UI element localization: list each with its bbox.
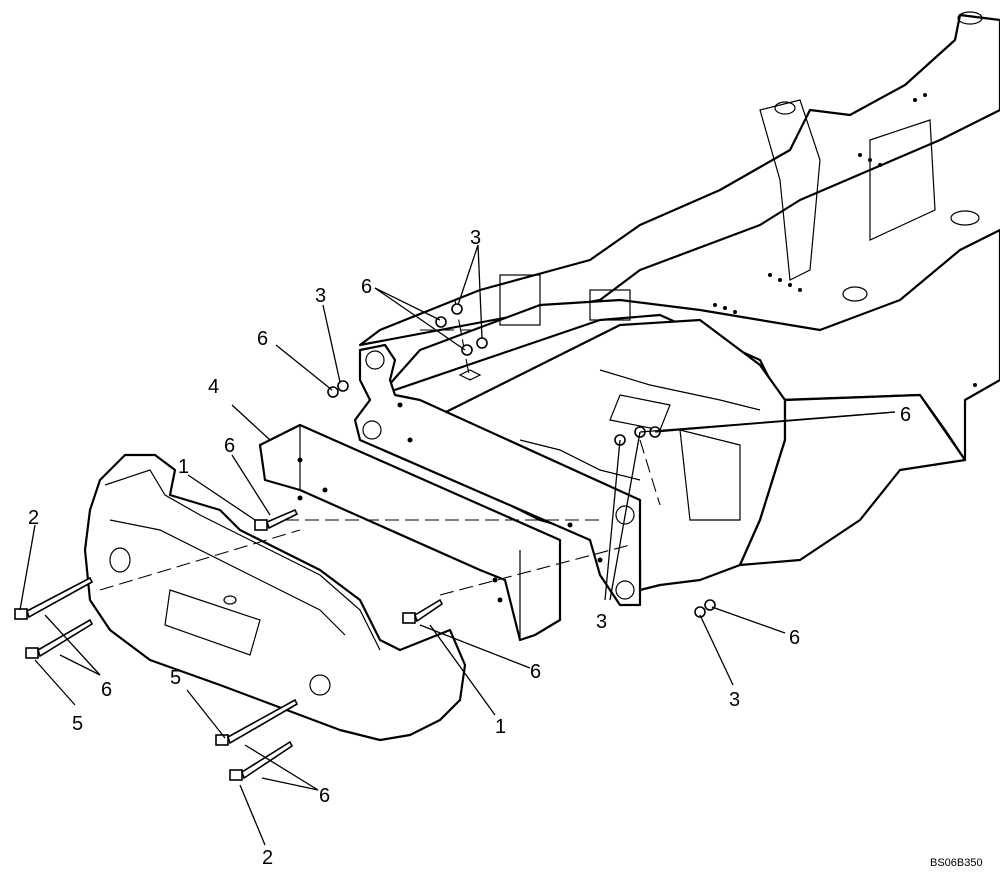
nuts-and-washers	[327, 303, 716, 618]
bolt-bottom-upper	[215, 698, 299, 746]
rear-counterweight	[83, 453, 467, 742]
bolt-left-upper	[14, 576, 94, 620]
callout-labels: 1 1 2 2 3 3 3 3 4 5 5 6 6 6 6 6 6 6 6	[28, 227, 911, 869]
callout-6e: 6	[789, 627, 800, 649]
callout-3d: 3	[729, 689, 740, 711]
callout-5a: 5	[170, 667, 181, 689]
bolt-mid	[402, 598, 444, 624]
callout-1b: 1	[495, 716, 506, 738]
callout-6d: 6	[900, 404, 911, 426]
bolts	[14, 508, 444, 781]
mounting-bracket	[353, 343, 642, 607]
bolt-center	[254, 508, 299, 531]
callout-1a: 1	[178, 456, 189, 478]
callout-2a: 2	[28, 507, 39, 529]
counterweight-plate	[258, 402, 603, 642]
bolt-bottom-lower	[229, 740, 294, 781]
callout-2b: 2	[262, 847, 273, 869]
callout-5b: 5	[72, 713, 83, 735]
callout-6h: 6	[319, 785, 330, 807]
callout-6b: 6	[257, 328, 268, 350]
callout-3b: 3	[315, 285, 326, 307]
bolt-left-lower	[25, 618, 94, 659]
callout-6g: 6	[101, 679, 112, 701]
callout-3c: 3	[596, 611, 607, 633]
leader-lines	[19, 244, 896, 846]
chassis-frame	[358, 11, 1000, 592]
drawing-code: BS06B350	[930, 857, 983, 869]
callout-4: 4	[208, 376, 219, 398]
callout-6c: 6	[224, 435, 235, 457]
callout-3a: 3	[470, 227, 481, 249]
callout-6f: 6	[530, 661, 541, 683]
callout-6a: 6	[361, 276, 372, 298]
